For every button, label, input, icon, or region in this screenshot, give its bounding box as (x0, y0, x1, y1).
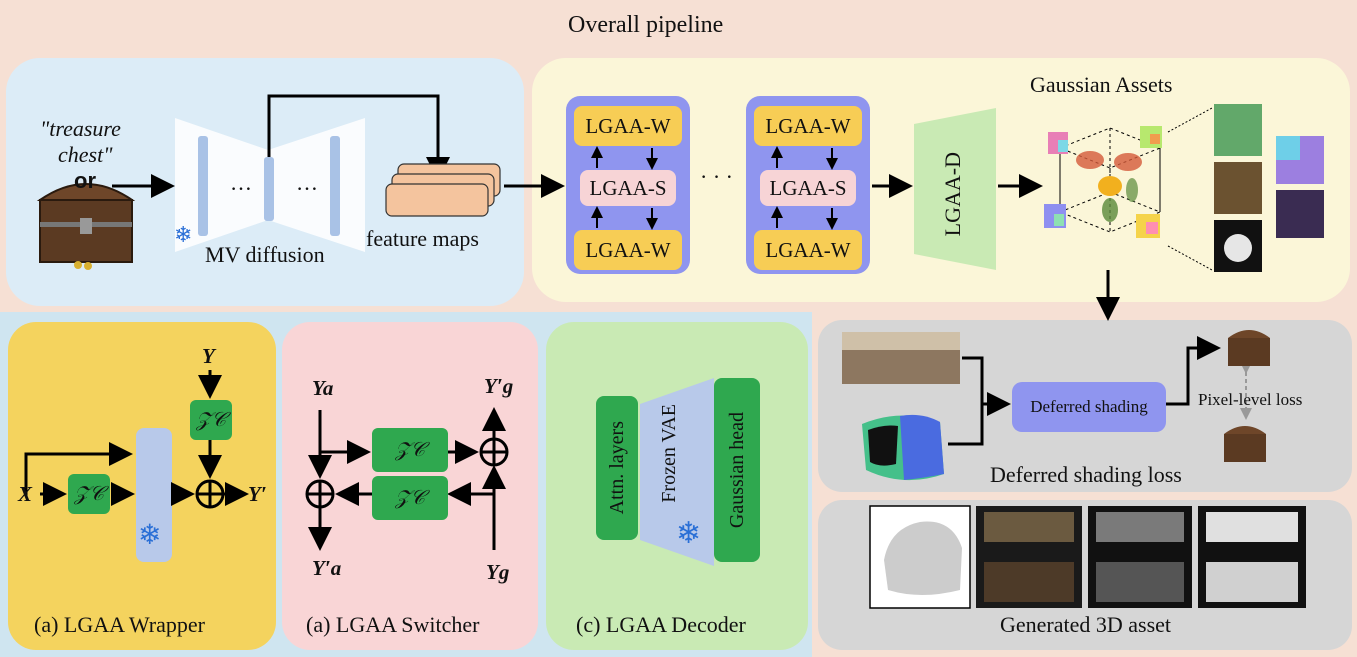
snowflake-icon: ❄ (174, 222, 193, 247)
rendered-chest-image (1228, 330, 1270, 366)
feature-maps-label: feature maps (366, 226, 479, 251)
gaussian-head-block: Gaussian head (714, 378, 760, 562)
lgaa-ellipsis: · · · (700, 164, 733, 189)
lgaa-s-block-2: LGAA-S (760, 170, 856, 206)
switcher-input-ya: Ya (312, 376, 334, 400)
switcher-zc-top: 𝒵𝒞 (372, 428, 448, 472)
frozen-vae-shape (640, 378, 714, 566)
lgaa-s-block-1: LGAA-S (580, 170, 676, 206)
wrapper-output-y: Y′ (248, 482, 267, 506)
attn-layers-label: Attn. layers (605, 421, 628, 515)
snowflake-icon: ❄ (676, 517, 702, 550)
gaussian-assets-label: Gaussian Assets (1030, 72, 1173, 97)
feature-maps-stack (385, 163, 501, 217)
gaussian-head-label: Gaussian head (725, 411, 748, 529)
frozen-vae-label: Frozen VAE (658, 404, 680, 503)
decoder-title: (c) LGAA Decoder (576, 612, 746, 637)
wrapper-title: (a) LGAA Wrapper (34, 612, 205, 637)
texture-map-color (1214, 162, 1262, 214)
switcher-title: (a) LGAA Switcher (306, 612, 480, 637)
pixel-level-loss-label: Pixel-level loss (1198, 390, 1303, 409)
switcher-output-ya: Y′a (312, 556, 342, 580)
mv-diffusion-label: MV diffusion (205, 242, 325, 267)
snowflake-icon: ❄ (138, 520, 162, 551)
prompt-text-line2: chest" (58, 142, 113, 167)
texture-map-roughness (1276, 190, 1324, 238)
generated-asset-title: Generated 3D asset (1000, 612, 1172, 637)
target-chest-image (1224, 426, 1266, 462)
lgaa-w-block-2-bottom: LGAA-W (754, 230, 862, 270)
treasure-chest-image (36, 183, 136, 270)
switcher-zc-bottom: 𝒵𝒞 (372, 476, 448, 520)
gaussian-cube (1058, 127, 1162, 233)
prompt-text-line1: "treasure (40, 116, 121, 141)
lgaa-w-block-2-top: LGAA-W (754, 106, 862, 146)
wrapper-zc-left: 𝒵𝒞 (68, 474, 110, 514)
wrapper-input-x: X (18, 482, 33, 506)
switcher-output-yg: Y′g (484, 374, 514, 398)
unet-dots-left: … (230, 170, 252, 195)
camera-views (1044, 126, 1162, 238)
wrapper-zc-top: 𝒵𝒞 (190, 400, 232, 440)
deferred-shading-box (1012, 382, 1166, 432)
lgaa-d-label: LGAA-D (940, 152, 965, 237)
texture-map-albedo (1214, 104, 1262, 156)
deferred-shading-loss-title: Deferred shading loss (990, 462, 1182, 487)
deferred-shading-label: Deferred shading (1030, 397, 1148, 416)
lgaa-d-decoder (914, 108, 996, 270)
lgaa-w-block-1-bottom: LGAA-W (574, 230, 682, 270)
page-title: Overall pipeline (568, 12, 724, 38)
attn-layers-block: Attn. layers (596, 396, 638, 540)
unet-dots-right: … (296, 170, 318, 195)
switcher-input-yg: Yg (486, 560, 510, 584)
or-label: or (74, 168, 96, 193)
wrapper-frozen-layer (136, 428, 172, 562)
wrapper-input-y: Y (202, 344, 215, 368)
lgaa-w-block-1-top: LGAA-W (574, 106, 682, 146)
normal-map-image (862, 414, 944, 481)
